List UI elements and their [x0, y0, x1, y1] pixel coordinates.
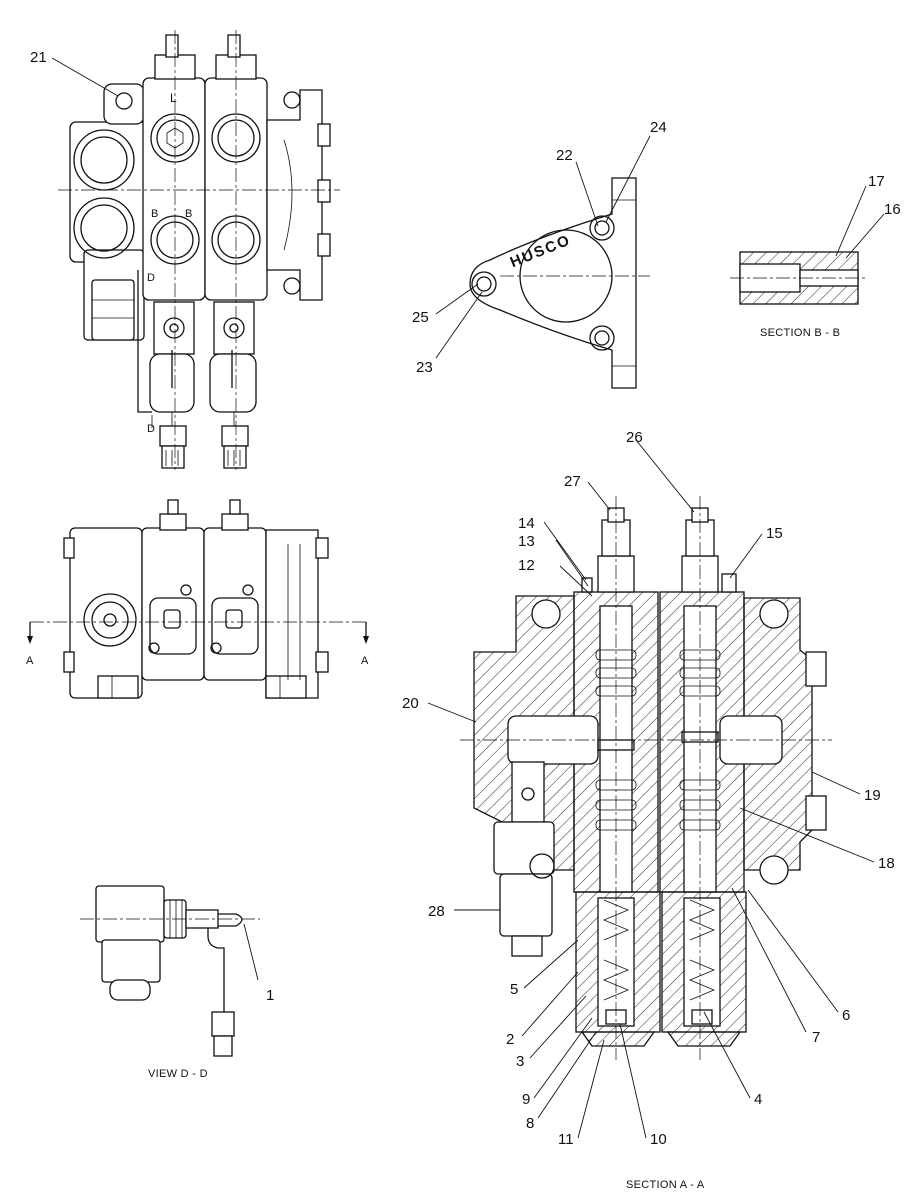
callout-25: 25 [412, 309, 429, 326]
callout-16: 16 [884, 201, 901, 218]
callout-13: 13 [518, 533, 535, 550]
mark-d-lower: D [147, 423, 155, 435]
caption-view-dd: VIEW D - D [148, 1068, 208, 1080]
callout-14: 14 [518, 515, 535, 532]
front-view: A A [26, 499, 369, 699]
mark-b-left: B [151, 208, 158, 220]
callout-26: 26 [626, 429, 643, 446]
caption-section-bb: SECTION B - B [760, 327, 840, 339]
callout-10: 10 [650, 1131, 667, 1148]
callout-12: 12 [518, 557, 535, 574]
callout-20: 20 [402, 695, 419, 712]
callout-27: 27 [564, 473, 581, 490]
callout-18: 18 [878, 855, 895, 872]
top-view: L B B D D [58, 30, 340, 470]
callout-17: 17 [868, 173, 885, 190]
mark-d-upper: D [147, 272, 155, 284]
callout-numbers: 21 22 24 25 23 17 16 1 26 27 14 13 12 15… [30, 49, 901, 1148]
callout-7: 7 [812, 1029, 820, 1046]
mark-a-left: A [26, 655, 34, 667]
callout-1: 1 [266, 987, 274, 1004]
callout-6: 6 [842, 1007, 850, 1024]
mark-a-right: A [361, 655, 369, 667]
callout-19: 19 [864, 787, 881, 804]
callout-9: 9 [522, 1091, 530, 1108]
callout-21: 21 [30, 49, 47, 66]
callout-15: 15 [766, 525, 783, 542]
callout-8: 8 [526, 1115, 534, 1132]
callout-11: 11 [558, 1131, 574, 1148]
callout-5: 5 [510, 981, 518, 998]
callout-2: 2 [506, 1031, 514, 1048]
husco-bracket: HUSCO [469, 177, 650, 389]
view-dd: VIEW D - D [80, 885, 260, 1080]
section-aa: SECTION A - A [460, 496, 832, 1191]
callout-28: 28 [428, 903, 445, 920]
mark-l: L [170, 91, 177, 105]
callout-22: 22 [556, 147, 573, 164]
section-bb: SECTION B - B [730, 251, 868, 339]
callout-3: 3 [516, 1053, 524, 1070]
mark-b-right: B [185, 208, 192, 220]
caption-section-aa: SECTION A - A [626, 1179, 705, 1191]
callout-4: 4 [754, 1091, 762, 1108]
callout-23: 23 [416, 359, 433, 376]
leader-lines [51, 57, 885, 1139]
callout-24: 24 [650, 119, 667, 136]
